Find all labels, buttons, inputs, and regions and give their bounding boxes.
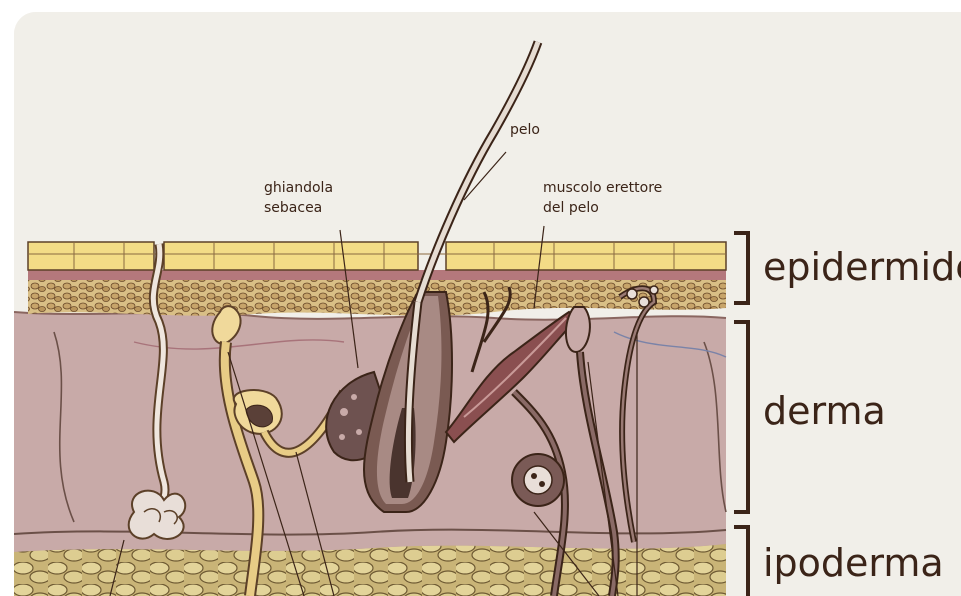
illustration-frame: pelo ghiandola sebacea muscolo erettore … bbox=[14, 12, 961, 596]
label-ghiandola-line1: ghiandola bbox=[264, 180, 333, 196]
label-pelo: pelo bbox=[510, 122, 540, 138]
epidermis-layer bbox=[28, 242, 726, 316]
label-muscolo-line2: del pelo bbox=[543, 200, 599, 216]
label-ghiandola-line2: sebacea bbox=[264, 200, 322, 216]
skin-diagram: pelo ghiandola sebacea muscolo erettore … bbox=[14, 12, 961, 596]
layer-label-epidermide: epidermide bbox=[763, 245, 961, 289]
label-muscolo-line1: muscolo erettore bbox=[543, 180, 662, 196]
layer-label-ipoderma: ipoderma bbox=[763, 541, 944, 585]
layer-label-derma: derma bbox=[763, 389, 886, 433]
